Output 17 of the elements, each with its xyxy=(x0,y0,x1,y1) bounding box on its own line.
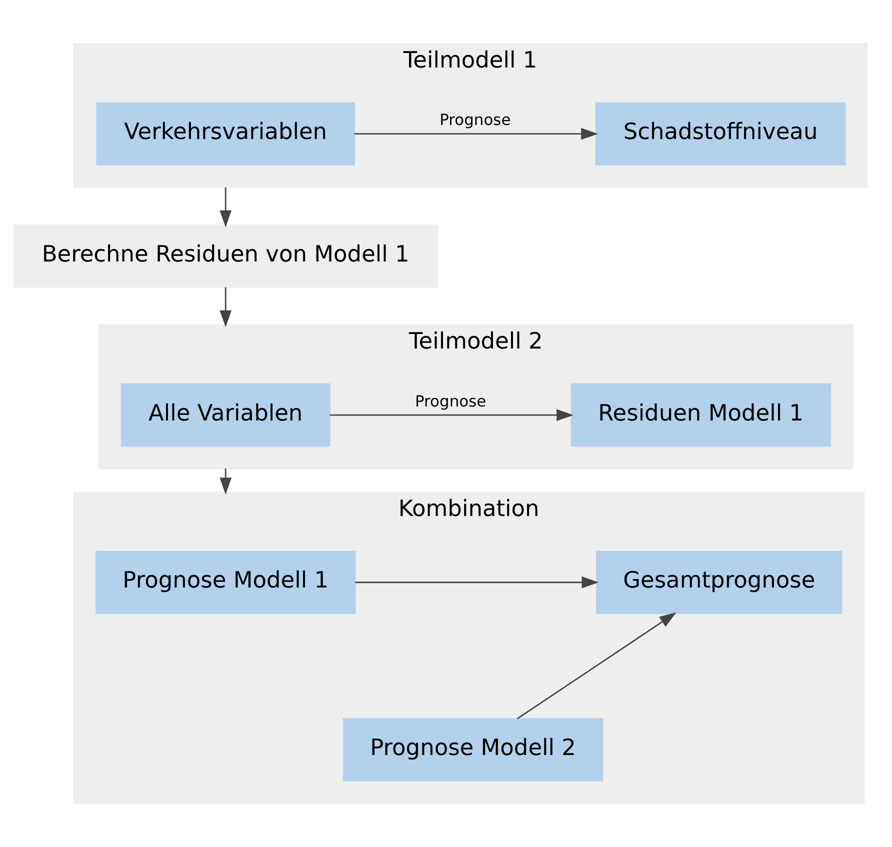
node-box: Gesamtprognose xyxy=(596,550,842,614)
edge-label: Prognose xyxy=(415,392,486,410)
node-box: Residuen Modell 1 xyxy=(570,383,831,447)
arrow xyxy=(220,468,232,495)
arrow xyxy=(516,612,676,720)
node-box: Alle Variablen xyxy=(120,383,330,447)
node-box: Schadstoffniveau xyxy=(595,102,846,166)
node-box: Prognose Modell 1 xyxy=(96,550,356,614)
node-box: Berechne Residuen von Modell 1 xyxy=(13,224,438,288)
arrow xyxy=(354,128,598,140)
arrow xyxy=(330,409,574,421)
arrow xyxy=(220,287,232,328)
arrow xyxy=(355,576,599,588)
node-box: Verkehrsvariablen xyxy=(96,102,355,166)
edge-label: Prognose xyxy=(440,111,511,130)
node-box: Prognose Modell 2 xyxy=(343,718,604,782)
arrow xyxy=(220,187,232,228)
